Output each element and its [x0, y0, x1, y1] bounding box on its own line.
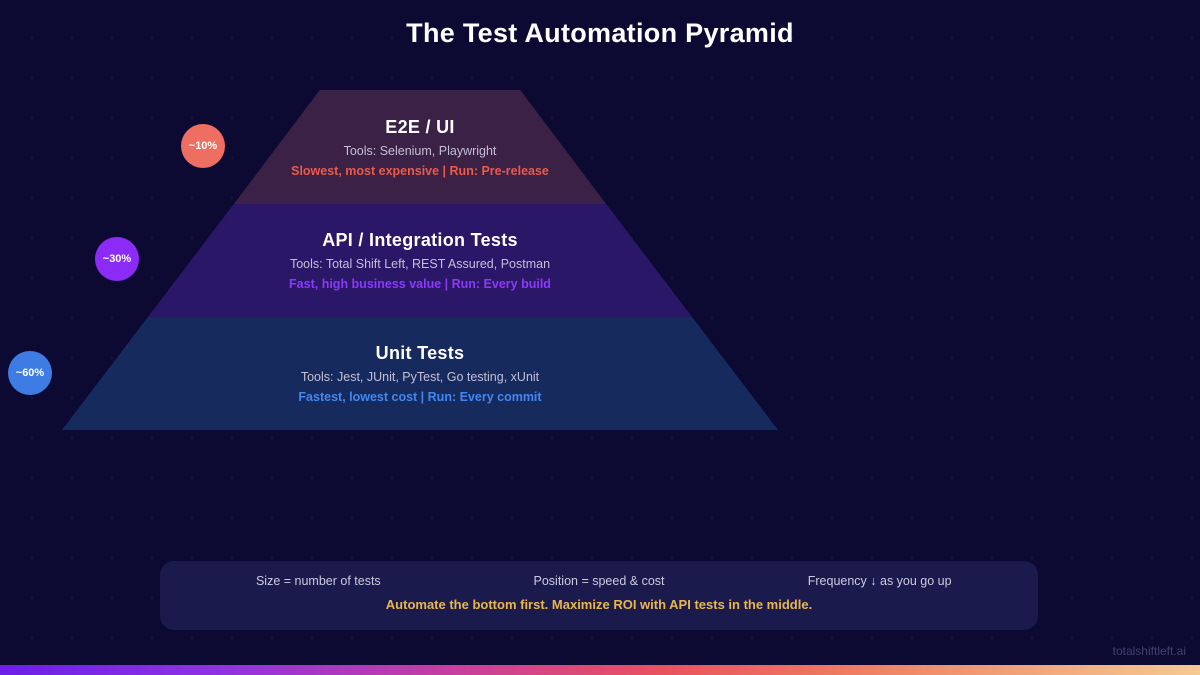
- page-title: The Test Automation Pyramid: [406, 18, 794, 48]
- pyramid-tier-e2e: E2E / UI Tools: Selenium, Playwright Slo…: [233, 90, 607, 204]
- tier-api-tools: Tools: Total Shift Left, REST Assured, P…: [289, 257, 551, 271]
- tier-e2e-note: Slowest, most expensive | Run: Pre-relea…: [291, 163, 549, 178]
- badge-api-percentage: ~30%: [95, 237, 139, 281]
- tier-unit-tools: Tools: Jest, JUnit, PyTest, Go testing, …: [300, 370, 540, 384]
- legend-item-size: Size = number of tests: [255, 574, 381, 588]
- tier-api-title: API / Integration Tests: [322, 230, 518, 250]
- tier-e2e-title: E2E / UI: [385, 116, 455, 137]
- bottom-gradient-bar: [0, 665, 1200, 675]
- legend-row: Size = number of tests Position = speed …: [178, 574, 1020, 588]
- badge-unit-percentage: ~60%: [8, 351, 52, 395]
- tier-unit-note: Fastest, lowest cost | Run: Every commit: [298, 390, 542, 404]
- legend-item-position: Position = speed & cost: [533, 574, 665, 588]
- tier-e2e-tools: Tools: Selenium, Playwright: [343, 143, 497, 158]
- pyramid-tier-unit: Unit Tests Tools: Jest, JUnit, PyTest, G…: [62, 317, 778, 430]
- tier-unit-title: Unit Tests: [375, 343, 465, 363]
- pyramid-tier-api: API / Integration Tests Tools: Total Shi…: [147, 204, 693, 317]
- pyramid-diagram: E2E / UI Tools: Selenium, Playwright Slo…: [62, 90, 778, 430]
- legend-panel: Size = number of tests Position = speed …: [160, 561, 1038, 630]
- tier-api-note: Fast, high business value | Run: Every b…: [289, 277, 551, 291]
- brand-watermark: totalshiftleft.ai: [1112, 644, 1186, 658]
- legend-callout: Automate the bottom first. Maximize ROI …: [385, 597, 813, 612]
- badge-e2e-percentage: ~10%: [181, 124, 225, 168]
- legend-item-frequency: Frequency ↓ as you go up: [807, 574, 952, 588]
